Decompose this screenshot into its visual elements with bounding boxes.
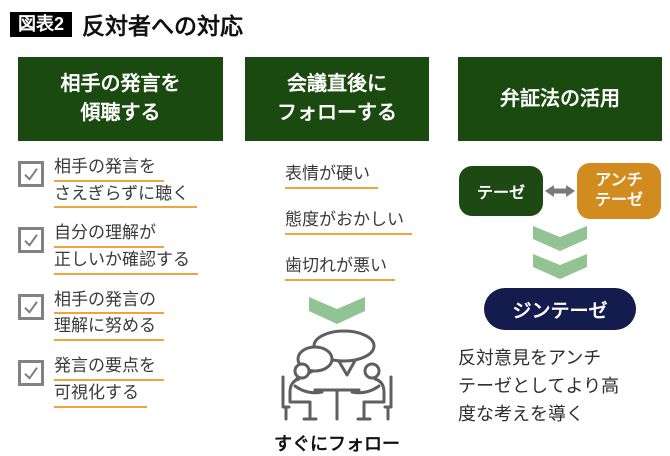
column-header-listen: 相手の発言を 傾聴する	[18, 57, 223, 141]
checkbox-checked-icon	[18, 360, 44, 387]
checklist-text: 自分の理解が 正しいか確認する	[54, 224, 198, 277]
symptom-item: 歯切れが悪い	[285, 251, 395, 281]
checklist-line: 正しいか確認する	[54, 250, 198, 275]
thesis-box: テーゼ	[459, 166, 543, 216]
follow-now-label: すぐにフォロー	[274, 434, 400, 454]
column-follow: 会議直後に フォローする 表情が硬い 態度がおかしい 歯切れが悪い	[245, 57, 429, 456]
column-header-follow: 会議直後に フォローする	[245, 57, 429, 141]
checklist-line: 相手の発言を	[54, 157, 164, 182]
checklist-line: 発言の要点を	[54, 356, 164, 381]
meeting-discussion-icon	[245, 328, 429, 427]
symptom-item: 表情が硬い	[285, 159, 378, 189]
listen-checklist: 相手の発言を さえぎらずに聴く 自分の理解が 正しいか確認する 相手の発	[18, 157, 223, 411]
column-listen: 相手の発言を 傾聴する 相手の発言を さえぎらずに聴く 自分の理解が 正しいか確…	[18, 57, 223, 411]
column-header-dialectic: 弁証法の活用	[458, 57, 662, 141]
checklist-item: 相手の発言の 理解に努める	[18, 290, 223, 344]
checklist-text: 発言の要点を 可視化する	[54, 356, 164, 410]
column-dialectic: 弁証法の活用 テーゼ アンチ テーゼ ジンテーゼ 反対意見をアンチ テーゼとして…	[458, 57, 662, 429]
checklist-text: 相手の発言を さえぎらずに聴く	[54, 157, 198, 211]
chevron-down-icon	[533, 254, 587, 279]
checklist-item: 相手の発言を さえぎらずに聴く	[18, 157, 223, 211]
double-chevron-down	[458, 226, 662, 279]
chevron-down-icon	[533, 226, 587, 251]
page-title: 反対者への対応	[82, 13, 244, 39]
checklist-line: 理解に努める	[54, 317, 164, 342]
double-headed-arrow-icon	[545, 185, 575, 197]
checklist-line: さえぎらずに聴く	[54, 184, 198, 209]
figure-badge: 図表2	[10, 11, 73, 37]
checklist-line: 可視化する	[54, 383, 147, 408]
thesis-antithesis-row: テーゼ アンチ テーゼ	[458, 163, 662, 219]
checklist-item: 発言の要点を 可視化する	[18, 356, 223, 410]
checkbox-checked-icon	[18, 161, 44, 187]
synthesis-box: ジンテーゼ	[484, 288, 636, 330]
antithesis-box: アンチ テーゼ	[577, 163, 661, 219]
chevron-down-icon	[309, 297, 365, 324]
checklist-line: 自分の理解が	[54, 224, 164, 249]
checkbox-checked-icon	[18, 227, 44, 254]
checklist-line: 相手の発言の	[54, 290, 164, 315]
checklist-item: 自分の理解が 正しいか確認する	[18, 224, 223, 277]
checkbox-checked-icon	[18, 293, 44, 320]
symptom-item: 態度がおかしい	[285, 205, 412, 235]
dialectic-description: 反対意見をアンチ テーゼとしてより高 度な考えを導く	[458, 348, 620, 424]
figure-title-row: 図表2 反対者への対応	[10, 7, 243, 41]
symptom-list: 表情が硬い 態度がおかしい 歯切れが悪い	[285, 159, 429, 284]
checklist-text: 相手の発言の 理解に努める	[54, 290, 164, 344]
